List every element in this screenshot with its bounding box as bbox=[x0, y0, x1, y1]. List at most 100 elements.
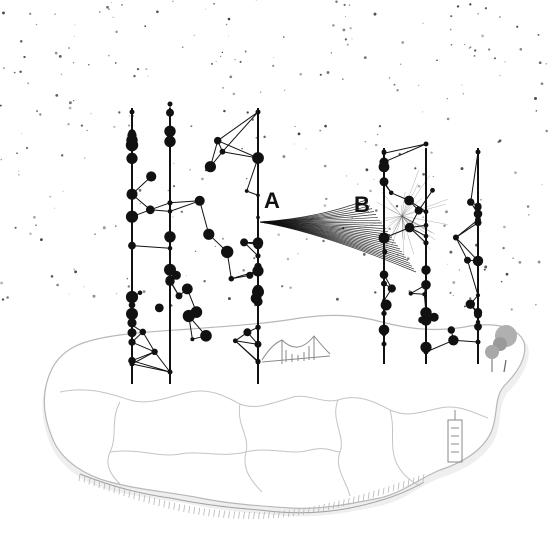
star bbox=[535, 110, 538, 112]
network-link bbox=[199, 200, 210, 235]
network-node bbox=[194, 195, 205, 206]
burst-line bbox=[392, 215, 403, 230]
star bbox=[56, 283, 59, 287]
network-node bbox=[204, 161, 216, 173]
rim-hatch bbox=[293, 509, 295, 517]
star bbox=[323, 204, 327, 207]
burst-line bbox=[374, 215, 403, 238]
star bbox=[345, 15, 346, 17]
star bbox=[74, 270, 78, 274]
rim-hatch bbox=[153, 497, 156, 506]
network-node bbox=[126, 188, 138, 200]
network-node bbox=[243, 328, 252, 337]
star bbox=[232, 92, 235, 96]
star bbox=[500, 280, 503, 283]
network-node bbox=[421, 280, 431, 290]
star bbox=[481, 34, 485, 38]
network-node bbox=[167, 246, 173, 251]
rim-hatch bbox=[83, 475, 86, 483]
network-node bbox=[182, 309, 195, 323]
star bbox=[107, 54, 110, 57]
network-node bbox=[167, 209, 173, 214]
star bbox=[332, 24, 335, 27]
star bbox=[128, 124, 131, 127]
star bbox=[283, 89, 286, 92]
network-node bbox=[190, 337, 195, 342]
network-node bbox=[464, 256, 471, 264]
network-node bbox=[125, 290, 139, 304]
network-node bbox=[256, 193, 260, 198]
network-node bbox=[472, 255, 484, 267]
star bbox=[537, 33, 540, 36]
province-border bbox=[245, 448, 341, 453]
star bbox=[189, 168, 191, 171]
network-node bbox=[381, 341, 387, 347]
star bbox=[469, 3, 472, 6]
rim-hatch bbox=[223, 510, 225, 518]
rim-hatch bbox=[327, 502, 330, 510]
network-node bbox=[381, 280, 387, 287]
star bbox=[538, 61, 542, 65]
star bbox=[450, 43, 453, 46]
network-node bbox=[378, 232, 390, 244]
network-node bbox=[137, 290, 143, 296]
star bbox=[519, 47, 523, 51]
star bbox=[84, 157, 86, 159]
rim-hatch bbox=[123, 489, 126, 497]
star bbox=[469, 46, 472, 49]
network-node bbox=[151, 348, 158, 355]
star bbox=[297, 253, 299, 255]
star bbox=[330, 52, 333, 54]
star bbox=[367, 210, 369, 213]
star bbox=[90, 112, 92, 115]
rim-hatch bbox=[163, 500, 166, 508]
star bbox=[273, 56, 275, 58]
network-node bbox=[244, 189, 249, 193]
star bbox=[545, 62, 548, 65]
star bbox=[282, 155, 286, 158]
rim-hatch bbox=[128, 490, 131, 498]
star bbox=[215, 60, 217, 62]
network-node bbox=[414, 206, 423, 215]
star bbox=[363, 56, 367, 59]
star bbox=[346, 175, 347, 177]
star bbox=[468, 47, 471, 49]
network-node bbox=[379, 270, 389, 280]
star bbox=[68, 101, 72, 105]
rim-hatch bbox=[278, 510, 280, 518]
star bbox=[114, 62, 117, 64]
rim-hatch bbox=[402, 480, 405, 488]
network-link bbox=[131, 245, 171, 249]
rim-hatch bbox=[397, 482, 400, 490]
star bbox=[305, 148, 307, 150]
rim-hatch bbox=[98, 480, 101, 488]
network-node bbox=[232, 338, 238, 344]
rim-hatch bbox=[273, 511, 275, 519]
star bbox=[446, 263, 448, 265]
star bbox=[1, 298, 5, 301]
network-link bbox=[131, 341, 155, 353]
star bbox=[144, 25, 147, 27]
network-link bbox=[410, 292, 425, 295]
star bbox=[228, 35, 229, 37]
star bbox=[0, 158, 3, 161]
star bbox=[203, 280, 206, 283]
star bbox=[54, 207, 55, 209]
network-node bbox=[164, 125, 176, 137]
star bbox=[469, 297, 472, 300]
star bbox=[374, 291, 377, 294]
rim-hatch bbox=[307, 506, 310, 514]
rim-hatch bbox=[198, 507, 201, 515]
star bbox=[68, 293, 70, 295]
network-node bbox=[167, 369, 173, 375]
star bbox=[449, 28, 452, 31]
star bbox=[484, 265, 488, 269]
star bbox=[2, 66, 6, 70]
star bbox=[401, 41, 405, 44]
star bbox=[487, 48, 491, 51]
network-node bbox=[465, 299, 475, 309]
star bbox=[516, 25, 519, 28]
network-node bbox=[423, 233, 429, 239]
rim-hatch bbox=[133, 492, 136, 500]
rim-hatch bbox=[322, 503, 325, 512]
